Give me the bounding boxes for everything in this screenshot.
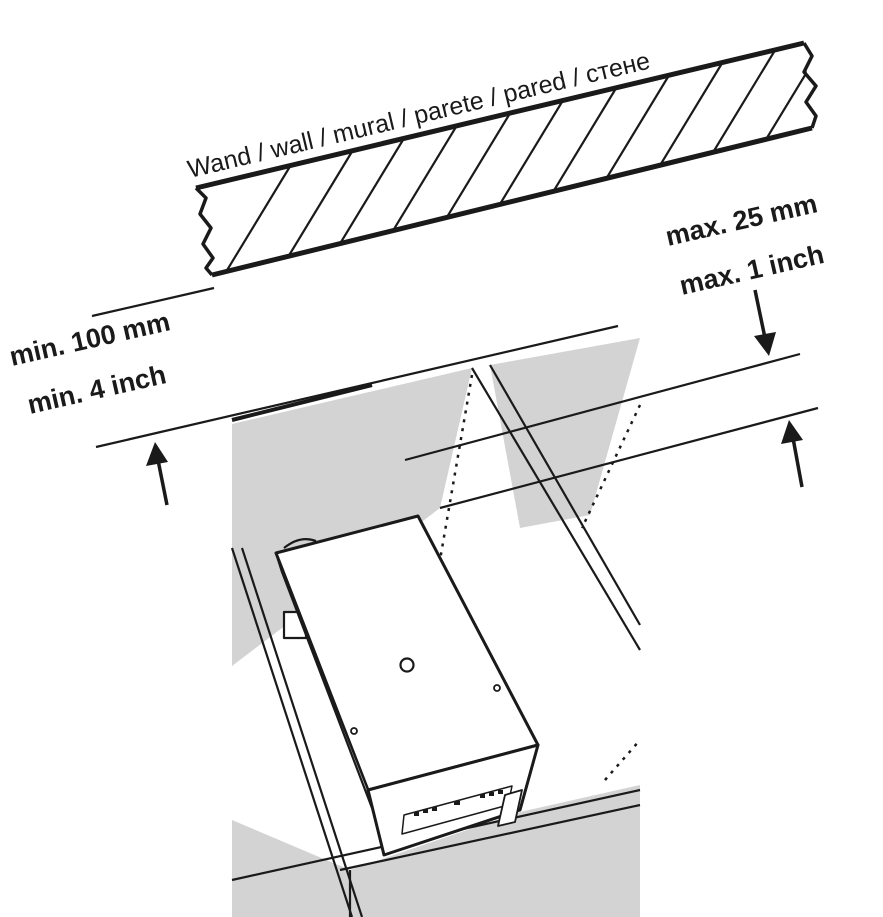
max-arrow-top-shaft bbox=[753, 289, 767, 339]
wall-bottom-edge bbox=[211, 125, 813, 278]
printer-top-hole bbox=[399, 657, 415, 673]
max-arrow-bottom-shaft bbox=[791, 437, 804, 488]
table-edge-left-outer bbox=[230, 547, 354, 917]
max-distance-line-upper bbox=[404, 352, 801, 462]
shade-bottom-right bbox=[350, 785, 640, 917]
min-clearance-inch-label: min. 4 inch bbox=[25, 359, 169, 419]
printer-control-marks bbox=[414, 790, 503, 816]
wall-break-right bbox=[802, 42, 818, 129]
max-clearance-mm-label: max. 25 mm bbox=[663, 188, 820, 252]
min-arrow-shaft bbox=[156, 459, 169, 506]
max-distance-line-lower bbox=[439, 406, 819, 510]
max-clearance-inch-label: max. 1 inch bbox=[677, 239, 827, 301]
max-arrow-top-head bbox=[754, 332, 776, 356]
shade-bottom-left bbox=[232, 820, 350, 917]
projection-dotted-3 bbox=[604, 739, 641, 781]
max-arrow-bottom-head bbox=[781, 420, 803, 444]
printer-front-foot bbox=[497, 789, 523, 827]
printer-screw-right bbox=[493, 684, 501, 692]
table-front-edge-2 bbox=[339, 803, 641, 872]
printer bbox=[274, 514, 540, 857]
min-arrow-head bbox=[146, 442, 168, 466]
top-edge-highlight bbox=[231, 383, 373, 422]
dimension-arrows bbox=[146, 289, 804, 506]
wall-face-line bbox=[91, 286, 215, 318]
min-distance-line bbox=[95, 324, 619, 449]
wall-fill bbox=[196, 43, 812, 275]
column-edge-2 bbox=[489, 364, 641, 626]
printer-rear-bump bbox=[283, 538, 317, 549]
column-edge-1 bbox=[471, 367, 641, 651]
shade-right-column bbox=[490, 338, 640, 528]
wall-break-left bbox=[194, 186, 215, 277]
printer-screw-left bbox=[350, 727, 358, 735]
wall-top-edge bbox=[195, 40, 805, 191]
